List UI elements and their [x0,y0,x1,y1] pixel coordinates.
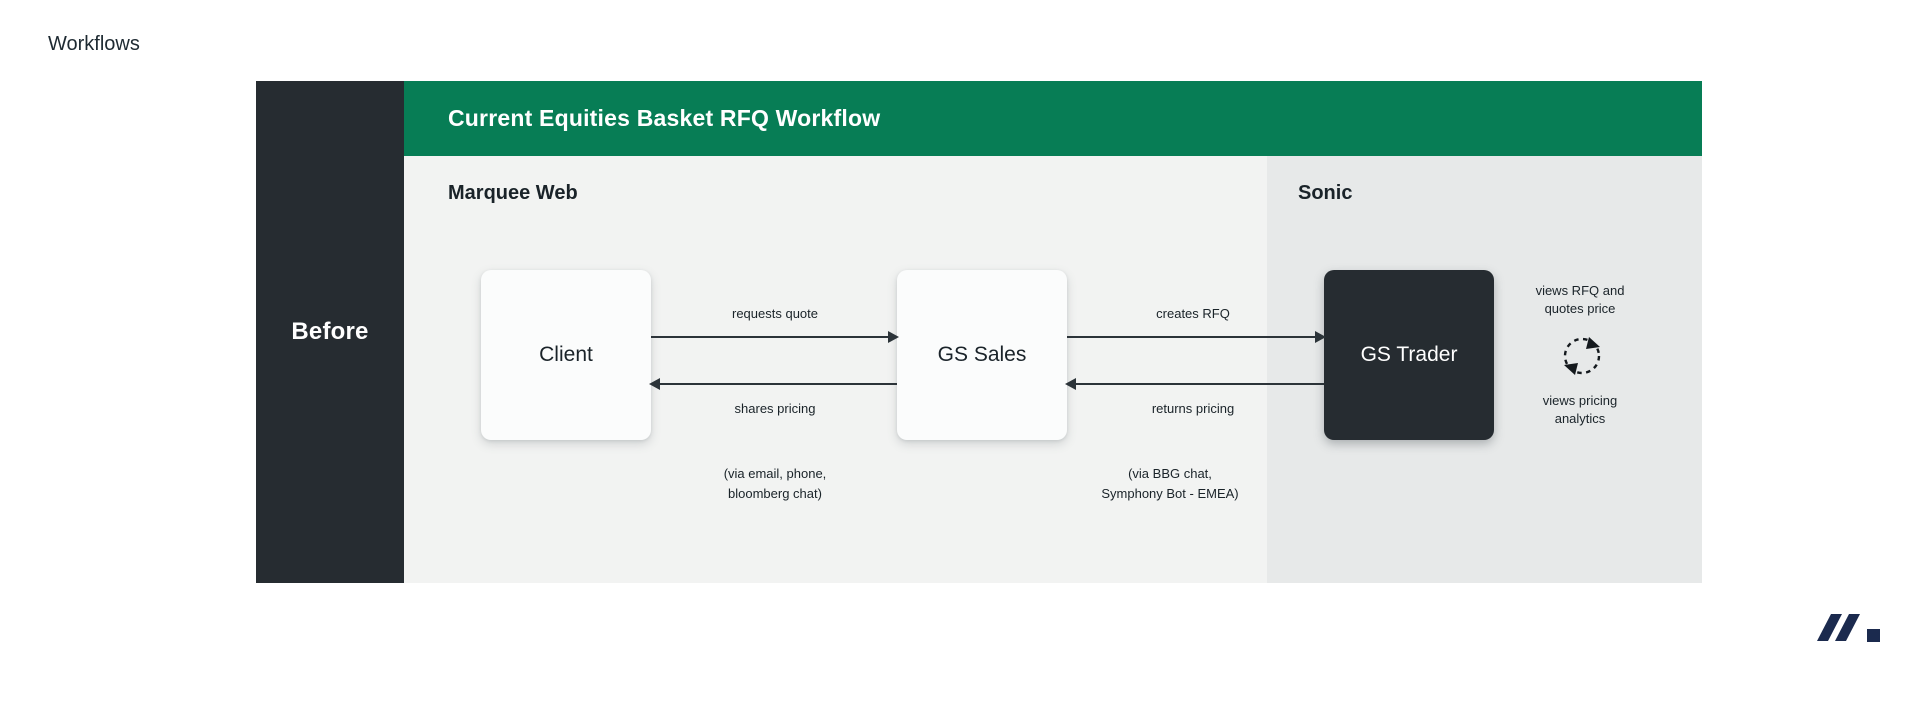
footnote-client-sales: (via email, phone, bloomberg chat) [724,464,827,504]
diagram-title: Current Equities Basket RFQ Workflow [448,105,881,131]
arrowhead-right-icon [888,331,899,343]
node-gs-trader-label: GS Trader [1360,343,1458,366]
trader-note-bottom: views pricing analytics [1543,392,1617,428]
cycle-icon [1563,337,1601,375]
arrow-creates-rfq [1067,331,1326,343]
footnote-line: (via BBG chat, [1128,466,1212,481]
footnote-line: (via email, phone, [723,466,827,481]
arrow-label-shares-pricing: shares pricing [734,401,816,416]
node-gs-sales-label: GS Sales [937,343,1027,366]
arrow-label-returns-pricing: returns pricing [1151,401,1235,416]
trader-note-line: quotes price [1544,301,1616,316]
node-client: Client [481,270,651,440]
before-panel: Before [256,81,404,583]
page-title: Workflows [48,33,140,55]
diagram-header: Current Equities Basket RFQ Workflow [404,81,1702,156]
arrowhead-right-icon [1315,331,1326,343]
arrow-label-creates-rfq: creates RFQ [1156,306,1230,321]
footnote-sales-trader: (via BBG chat, Symphony Bot - EMEA) [1101,464,1238,504]
trader-note-top: views RFQ and quotes price [1536,282,1625,318]
trader-note-line: views pricing [1542,393,1618,408]
diagram-body: Marquee Web Sonic Client GS Sales GS Tra… [404,156,1702,583]
arrow-requests-quote [651,331,899,343]
workflow-diagram: Before Current Equities Basket RFQ Workf… [256,81,1702,583]
node-client-label: Client [539,343,593,366]
arrow-shares-pricing [649,378,897,390]
before-label: Before [291,318,369,345]
footnote-line: bloomberg chat) [728,486,822,501]
diagram-main: Current Equities Basket RFQ Workflow Mar… [404,81,1702,583]
arrow-label-requests-quote: requests quote [731,306,819,321]
arrow-returns-pricing [1065,378,1324,390]
trader-note-line: views RFQ and [1535,283,1625,298]
footnote-line: Symphony Bot - EMEA) [1101,486,1239,501]
node-gs-sales: GS Sales [897,270,1067,440]
arrowhead-left-icon [649,378,660,390]
marquee-logo [1817,614,1880,642]
node-gs-trader: GS Trader [1324,270,1494,440]
trader-note-line: analytics [1554,411,1606,426]
section-label-sonic: Sonic [1298,182,1353,204]
arrowhead-left-icon [1065,378,1076,390]
section-label-marquee-web: Marquee Web [448,182,578,204]
